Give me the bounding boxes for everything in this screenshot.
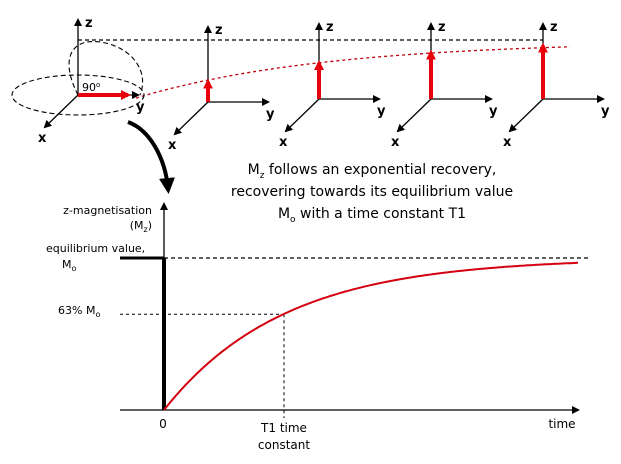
z-axis-label: z: [85, 16, 93, 31]
x-axis-label: x: [38, 131, 47, 146]
caption: Mz follows an exponential recovery, reco…: [231, 162, 513, 225]
transition-arrow: [127, 120, 175, 194]
caption-line-2: recovering towards its equilibrium value: [231, 184, 513, 200]
y-axis-label: y: [601, 104, 610, 119]
x-axis: [396, 98, 432, 133]
y-axis-label: y: [377, 104, 386, 119]
z-axis-label: z: [326, 20, 334, 35]
axes-frame-2: z y x: [168, 23, 275, 153]
pulse-angle-label: 90o: [82, 81, 100, 94]
y-axis-label-line-2: (Mz): [130, 219, 152, 234]
x-axis-label: time: [548, 417, 575, 431]
z-axis-label: z: [550, 20, 558, 35]
t1-label-line-1: T1 time: [260, 421, 307, 435]
recovery-curve: [163, 261, 579, 411]
x-axis-label: x: [168, 138, 177, 153]
x-axis: [43, 94, 79, 129]
axes-frame-5: z y x: [503, 20, 610, 150]
x-axis: [284, 98, 320, 133]
caption-line-3: Mo with a time constant T1: [278, 206, 466, 225]
y-axis-label-line-1: z-magnetisation: [63, 204, 152, 217]
x-axis: [508, 98, 544, 133]
equilibrium-label-line-2: Mo: [62, 258, 77, 273]
y-axis-label: y: [489, 104, 498, 119]
axes-frame-3: z y x: [279, 20, 386, 150]
caption-line-1: Mz follows an exponential recovery,: [248, 162, 497, 181]
equilibrium-label-line-1: equilibrium value,: [46, 242, 145, 255]
x-zero-label: 0: [159, 417, 167, 431]
x-axis-label: x: [503, 135, 512, 150]
x-axis-label: x: [279, 135, 288, 150]
y-axis-label: y: [136, 100, 145, 115]
rotation-ellipse-vertical: [68, 41, 144, 96]
axes-frame-1: z y x: [38, 16, 145, 146]
sixty-three-percent-label: 63% Mo: [58, 304, 100, 319]
x-axis-label: x: [391, 135, 400, 150]
y-axis-label: y: [266, 107, 275, 122]
axes-frame-4: z y x: [391, 20, 498, 150]
recovery-graph: z-magnetisation (Mz) equilibrium value, …: [46, 202, 590, 452]
top-recovery-curve: [132, 46, 571, 100]
z-axis-label: z: [215, 23, 223, 38]
x-axis: [173, 101, 209, 136]
z-axis-label: z: [438, 20, 446, 35]
t1-label-line-2: constant: [258, 438, 310, 452]
